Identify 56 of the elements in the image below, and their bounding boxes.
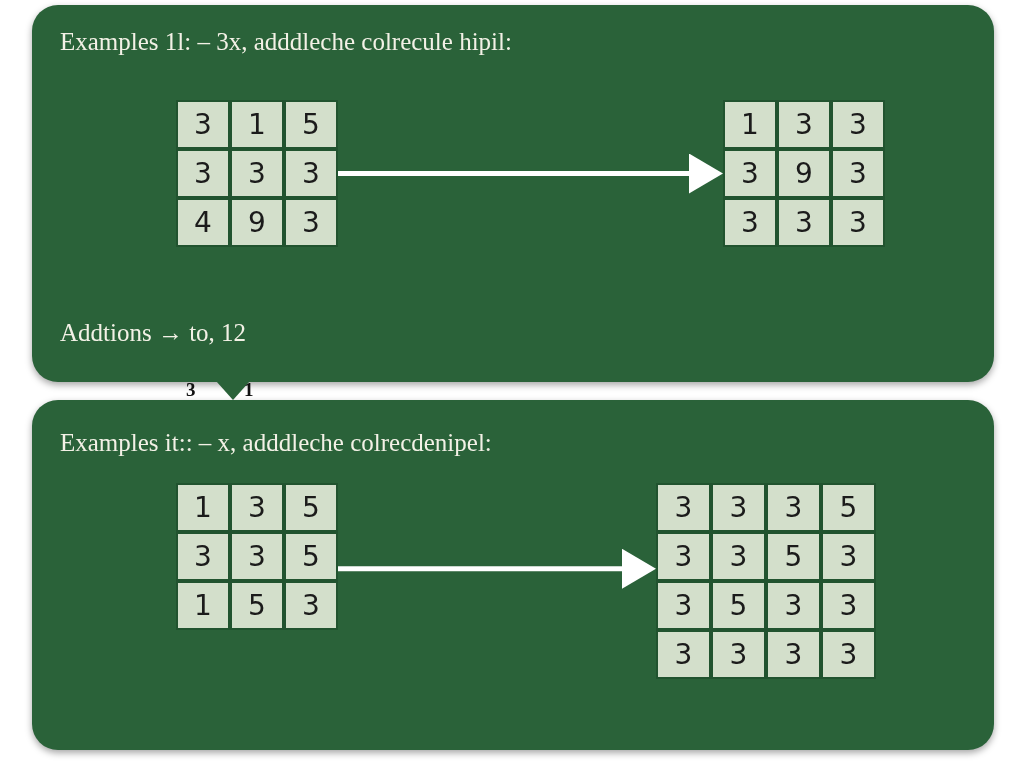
number-tile: 1 [725, 102, 775, 147]
number-tile: 3 [823, 632, 874, 677]
number-tile: 5 [823, 485, 874, 530]
number-grid [176, 483, 338, 630]
number-tile: 3 [779, 102, 829, 147]
digit-label: 3 [186, 380, 196, 400]
number-tile: 3 [658, 485, 709, 530]
number-tile: 3 [725, 151, 775, 196]
number-tile: 3 [286, 200, 336, 245]
digit-label: 1 [244, 380, 254, 400]
number-tile: 3 [713, 632, 764, 677]
number-tile: 5 [286, 534, 336, 579]
number-tile: 3 [178, 151, 228, 196]
number-tile: 3 [833, 151, 883, 196]
number-tile: 3 [768, 485, 819, 530]
number-tile: 9 [232, 200, 282, 245]
number-tile: 3 [286, 583, 336, 628]
number-tile: 5 [232, 583, 282, 628]
number-tile: 1 [178, 583, 228, 628]
number-tile: 3 [232, 151, 282, 196]
number-tile: 3 [713, 534, 764, 579]
number-tile: 5 [286, 102, 336, 147]
number-tile: 3 [768, 583, 819, 628]
arrow [338, 153, 723, 194]
number-tile: 3 [232, 485, 282, 530]
number-tile: 3 [779, 200, 829, 245]
number-tile: 9 [779, 151, 829, 196]
number-tile: 1 [232, 102, 282, 147]
number-tile: 3 [833, 102, 883, 147]
number-tile: 3 [768, 632, 819, 677]
number-tile: 5 [286, 485, 336, 530]
number-tile: 3 [823, 534, 874, 579]
number-tile: 3 [658, 583, 709, 628]
number-tile: 1 [178, 485, 228, 530]
example-panel [32, 400, 994, 750]
panel-heading: Examples it:: – x, adddleche colrecdenipel: [60, 428, 492, 458]
number-tile: 3 [713, 485, 764, 530]
number-grid [723, 100, 885, 247]
number-tile: 5 [768, 534, 819, 579]
example-panel [32, 5, 994, 382]
number-tile: 3 [658, 534, 709, 579]
number-tile: 3 [178, 102, 228, 147]
number-tile: 3 [178, 534, 228, 579]
number-tile: 3 [833, 200, 883, 245]
number-tile: 3 [658, 632, 709, 677]
number-tile: 3 [823, 583, 874, 628]
number-tile: 3 [725, 200, 775, 245]
panel-note: Addtions → to, 12 [60, 318, 247, 348]
number-tile: 5 [713, 583, 764, 628]
number-grid [656, 483, 876, 679]
number-tile: 4 [178, 200, 228, 245]
number-tile: 3 [232, 534, 282, 579]
arrow [338, 548, 656, 589]
number-grid [176, 100, 338, 247]
number-tile: 3 [286, 151, 336, 196]
panel-heading: Examples 1l: – 3x, adddleche colrecule hipil: [60, 27, 512, 57]
